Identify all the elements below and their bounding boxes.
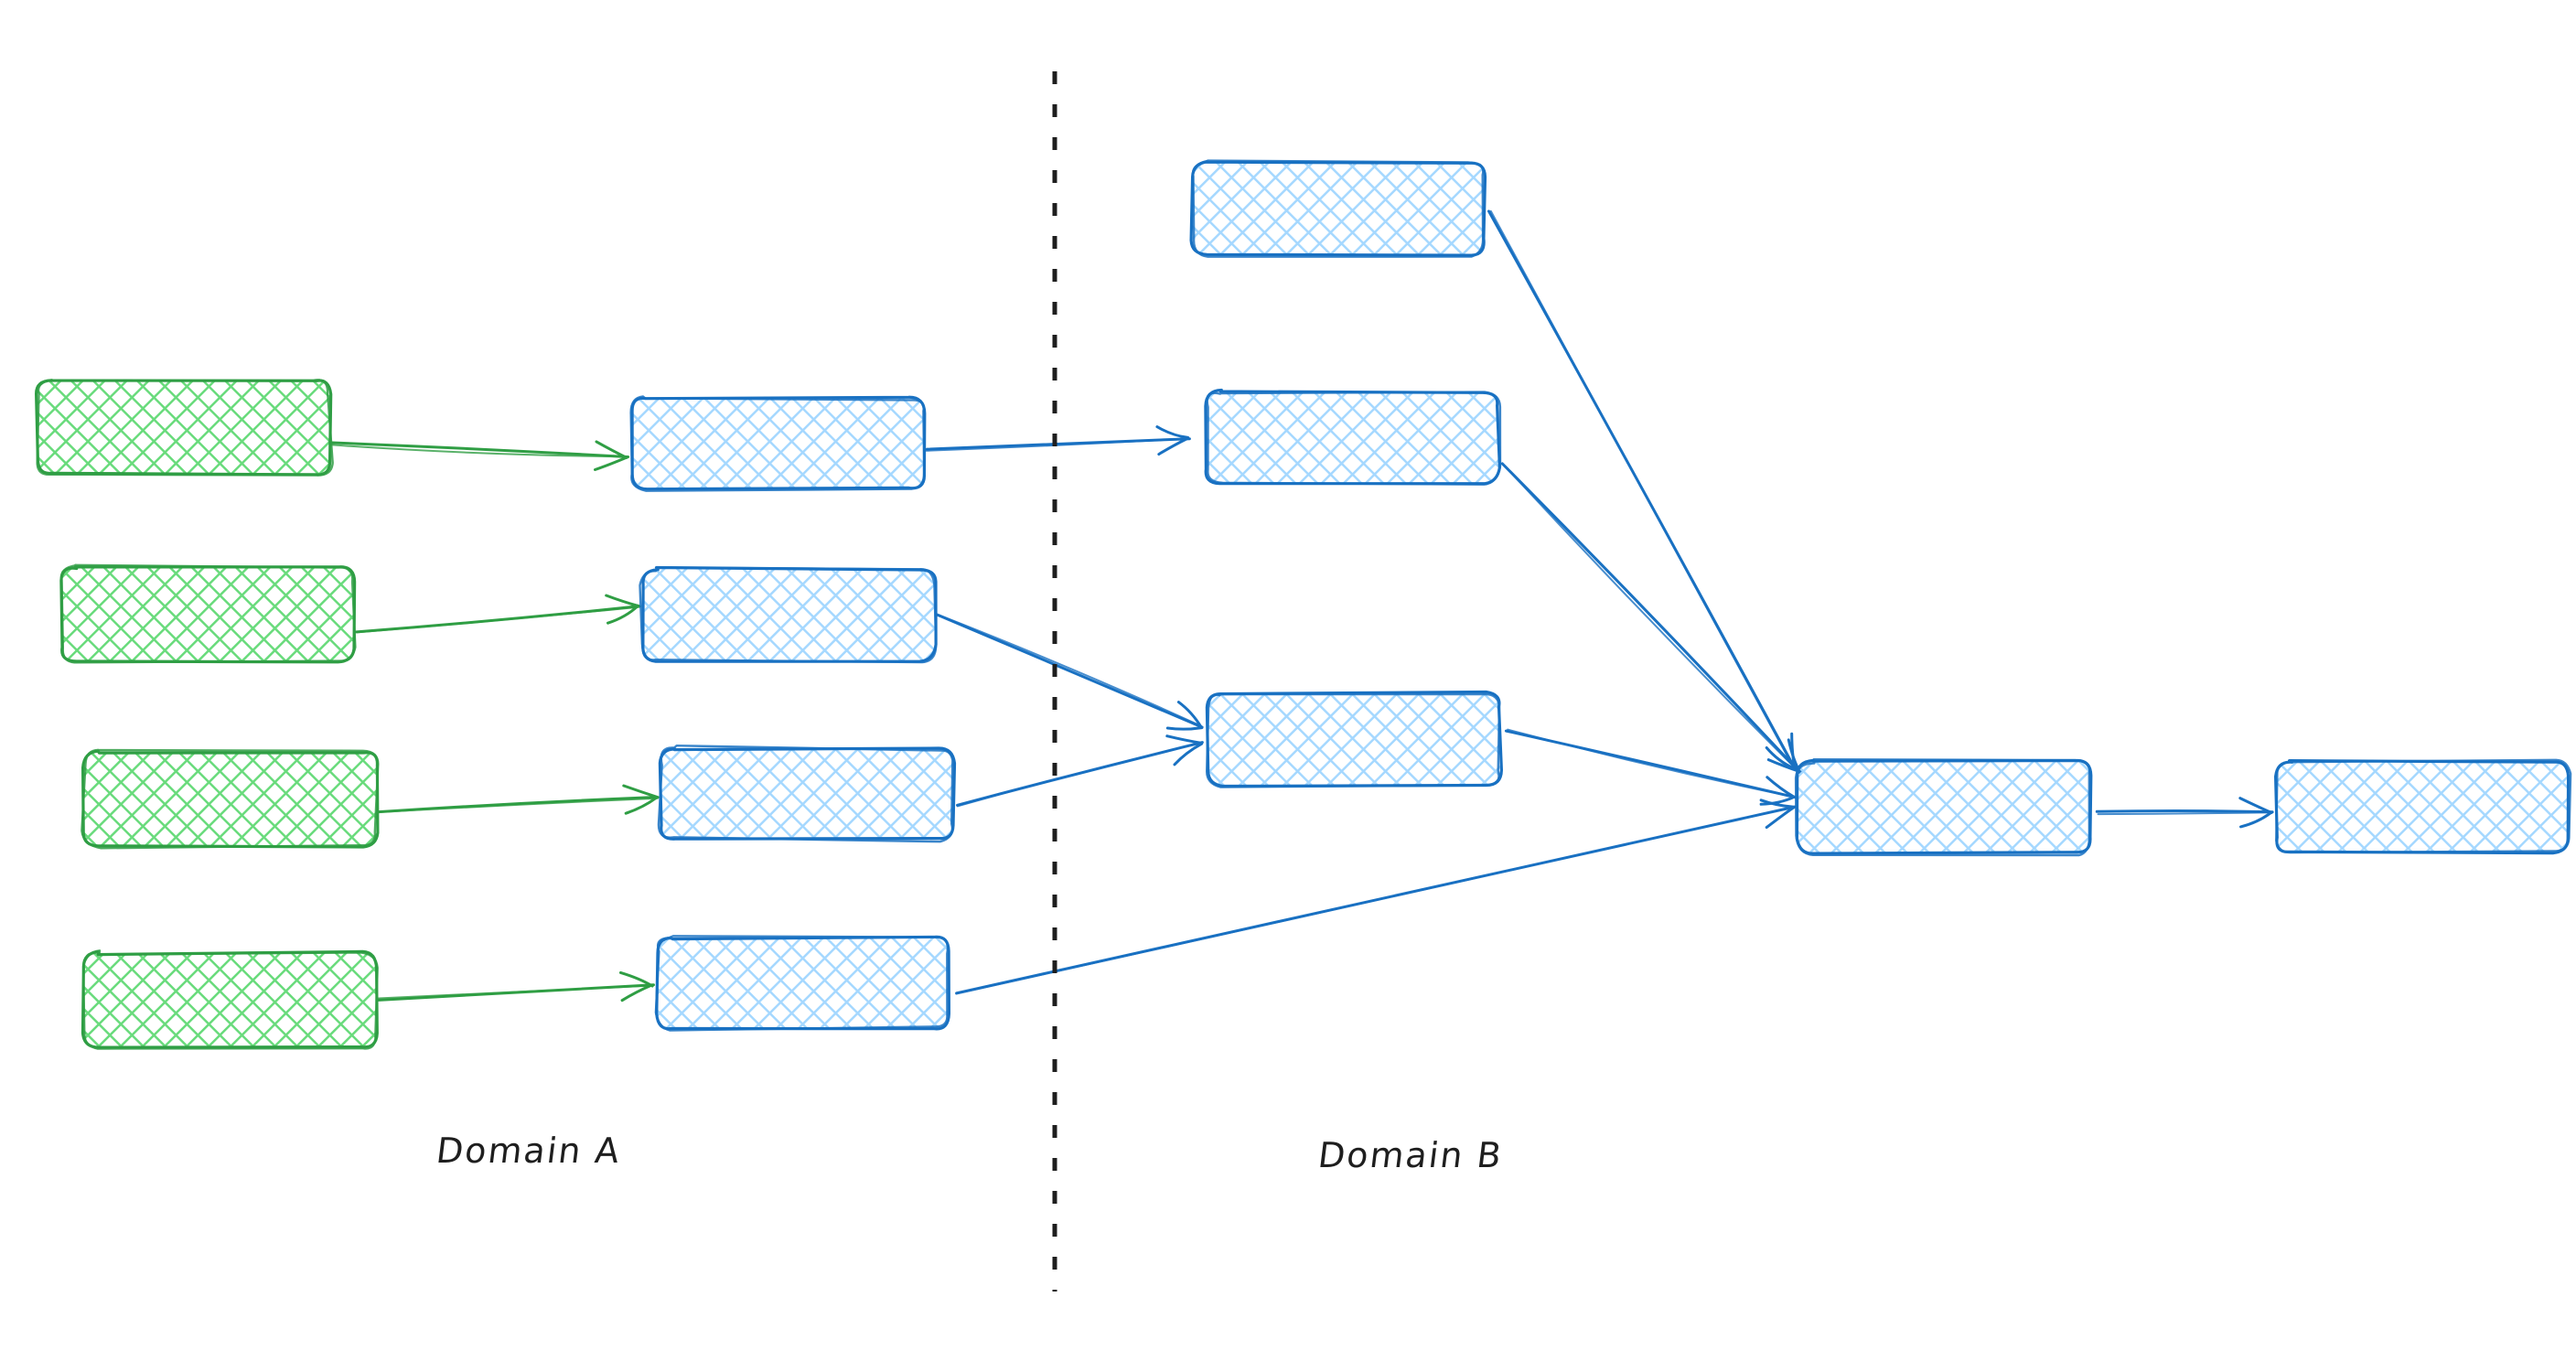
arrowhead-stroke [624,796,658,815]
node-outline [81,949,379,1050]
node-a4[interactable] [80,949,379,1050]
edge-line [1500,462,1802,775]
arrowhead-stroke [1165,726,1204,731]
edge-e-m4-c1 [955,799,1797,995]
node-fill [84,752,377,847]
node-fill [1798,761,2091,852]
arrowhead-stroke [1765,806,1796,830]
edge-line [936,613,1204,729]
arrowhead-stroke [1165,734,1203,745]
edge-e-b3-c1 [1504,728,1797,806]
edge-e-a2-m2 [355,594,641,634]
node-outline [1206,391,1502,486]
edge-e-a1-m1 [330,440,630,471]
node-fill [657,938,950,1029]
edge-e-m3-b3 [956,734,1204,808]
node-fill [61,567,354,662]
arrowhead-stroke [595,440,628,459]
node-fill [84,953,377,1048]
arrowhead-stroke [594,456,630,471]
node-fill [38,380,330,475]
arrowhead-stroke [1759,795,1796,806]
node-b3[interactable] [1205,690,1503,788]
label-domain-a: Domain A [434,1131,624,1171]
node-m2[interactable] [639,565,938,664]
arrowhead-stroke [622,784,660,799]
arrowhead-stroke [2238,797,2273,814]
node-m3[interactable] [657,745,957,843]
node-outline [1794,758,2091,857]
edge-e-m1-b2 [925,425,1191,456]
edge-e-b2-c1 [1500,462,1803,775]
edge-line [2095,809,2274,814]
node-fill [1208,693,1500,785]
node-fill [2276,761,2569,852]
node-layer [35,159,2572,1050]
label-domain-b: Domain B [1315,1135,1506,1175]
edge-e-c1-c2 [2095,797,2274,829]
edge-e-a3-m3 [377,784,660,815]
edge-line [955,806,1797,995]
node-outline [654,935,950,1032]
arrowhead-stroke [605,594,641,608]
arrowhead-stroke [1766,776,1796,799]
node-outline [2275,758,2572,854]
arrowhead-stroke [606,604,639,625]
edge-layer [330,209,2274,1002]
edge-line [936,613,1203,727]
arrowhead-stroke [1176,701,1203,729]
arrowhead-stroke [620,983,654,1002]
node-c1[interactable] [1794,758,2093,857]
edge-e-m2-b3 [936,613,1204,731]
edge-e-a4-m4 [377,970,655,1002]
arrowhead-stroke [1765,746,1796,770]
arrowhead-stroke [619,970,654,988]
node-outline [629,395,926,492]
node-outline [657,745,954,843]
node-outline [59,563,357,664]
node-outline [1205,692,1501,788]
arrowhead-stroke [1155,425,1190,439]
arrowhead-stroke [1173,742,1204,766]
node-fill [631,398,924,489]
edge-line [956,742,1203,808]
node-outline [639,566,938,664]
edge-line [377,984,654,1000]
node-a3[interactable] [80,748,380,850]
arrowhead-stroke [1759,799,1796,809]
edge-line [1489,209,1796,771]
node-a2[interactable] [59,563,357,664]
node-a1[interactable] [35,379,334,477]
edge-line [356,606,639,634]
node-fill [1206,391,1498,483]
node-outline [36,379,334,477]
edge-line [1501,463,1801,774]
edge-e-b1-c1 [1487,209,1797,771]
arrowhead-stroke [2239,811,2272,829]
edge-line [377,797,659,813]
node-m4[interactable] [654,935,950,1032]
arrowhead-stroke [1157,436,1190,456]
edge-line [2097,811,2273,816]
edge-line [925,437,1190,452]
node-outline [1191,159,1485,258]
node-fill [1192,163,1485,254]
node-b1[interactable] [1189,159,1487,258]
edge-line [331,444,628,458]
node-outline [80,748,380,850]
edge-line [330,441,628,458]
edge-line [1507,728,1796,799]
node-m1[interactable] [629,395,927,492]
node-c2[interactable] [2274,758,2572,855]
node-fill [642,569,935,660]
node-fill [660,748,953,840]
node-b2[interactable] [1204,388,1502,486]
